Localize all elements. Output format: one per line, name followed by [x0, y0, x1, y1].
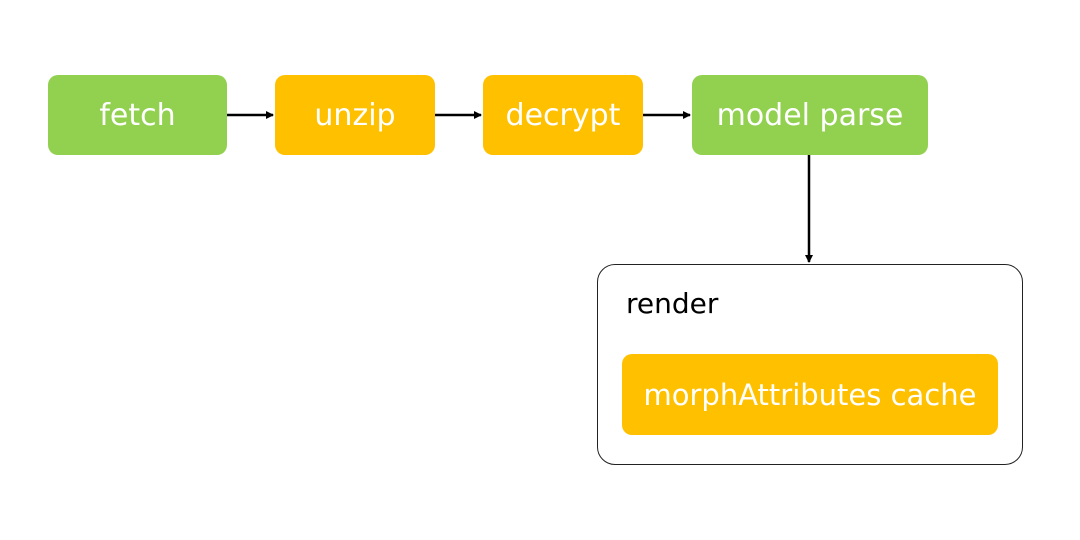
render-group: render morphAttributes cache	[597, 264, 1023, 465]
fetch-node-label: fetch	[99, 97, 176, 133]
unzip-node: unzip	[275, 75, 435, 155]
decrypt-node: decrypt	[483, 75, 643, 155]
morph-attributes-cache-node: morphAttributes cache	[622, 354, 998, 435]
unzip-node-label: unzip	[314, 97, 396, 133]
morph-attributes-cache-label: morphAttributes cache	[643, 377, 977, 412]
fetch-node: fetch	[48, 75, 227, 155]
model-parse-node-label: model parse	[716, 97, 904, 133]
render-group-title: render	[626, 287, 719, 320]
decrypt-node-label: decrypt	[505, 97, 621, 133]
model-parse-node: model parse	[692, 75, 928, 155]
